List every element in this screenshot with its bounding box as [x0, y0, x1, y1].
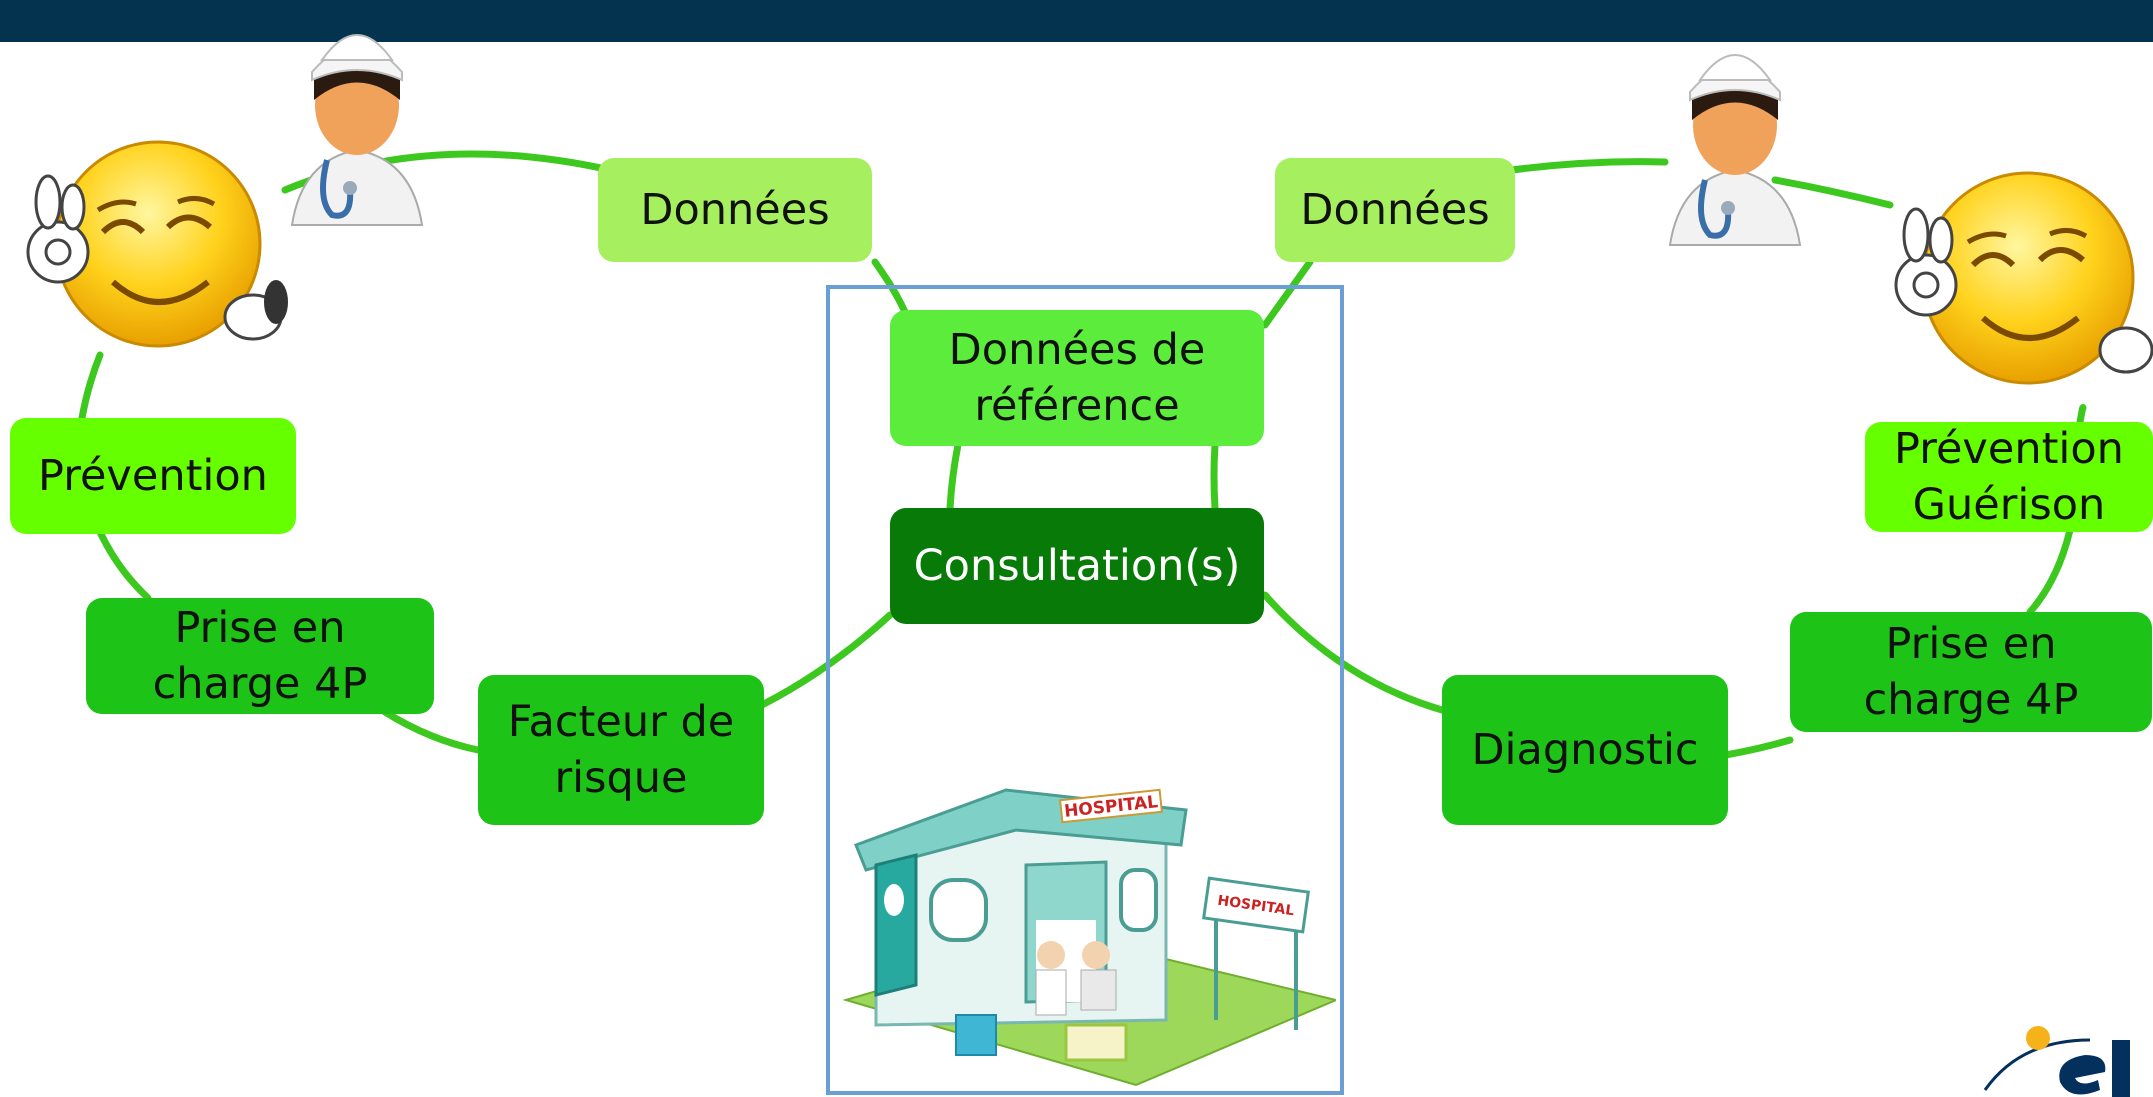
ok-hand-smiley-icon — [1894, 171, 2153, 385]
toy-hospital-image: HOSPITAL HOSPITAL — [842, 788, 1336, 1087]
node-consultations: Consultation(s) — [890, 508, 1264, 624]
node-donnees-reference: Données de référence — [890, 310, 1264, 446]
doctor-icon — [290, 34, 424, 226]
connector-prevention-prise-left — [96, 528, 152, 602]
node-diagnostic: Diagnostic — [1442, 675, 1728, 825]
node-donnees-right: Données — [1275, 158, 1515, 262]
node-prevention-guerison: Prévention Guérison — [1865, 422, 2153, 532]
connector-reference-donnees-right — [1261, 258, 1314, 329]
connector-reference-consultation-right — [1210, 441, 1219, 512]
node-prise-en-charge-left: Prise en charge 4P — [86, 598, 434, 714]
node-prevention-left: Prévention — [10, 418, 296, 534]
connector-prevention-smiley-right — [2076, 404, 2087, 426]
corner-logo — [1983, 1026, 2130, 1097]
connector-reference-consultation-left — [946, 441, 962, 512]
ok-hand-smiley-icon — [26, 140, 288, 348]
doctor-icon — [1668, 54, 1802, 246]
connector-consultation-diagnostic — [1261, 591, 1446, 714]
connector-prise-prevention-right — [2026, 526, 2074, 616]
connector-donnees-doctor-right — [1508, 158, 1669, 174]
node-facteur-de-risque: Facteur de risque — [478, 675, 764, 825]
node-donnees-left: Données — [598, 158, 872, 262]
hospital-frame — [826, 285, 1344, 1095]
connector-doctor-smiley-right — [1771, 176, 1894, 209]
connector-prise-facteur-left — [381, 708, 482, 754]
node-prise-en-charge-right: Prise en charge 4P — [1790, 612, 2152, 732]
connector-smiley-prevention-left — [78, 351, 104, 422]
